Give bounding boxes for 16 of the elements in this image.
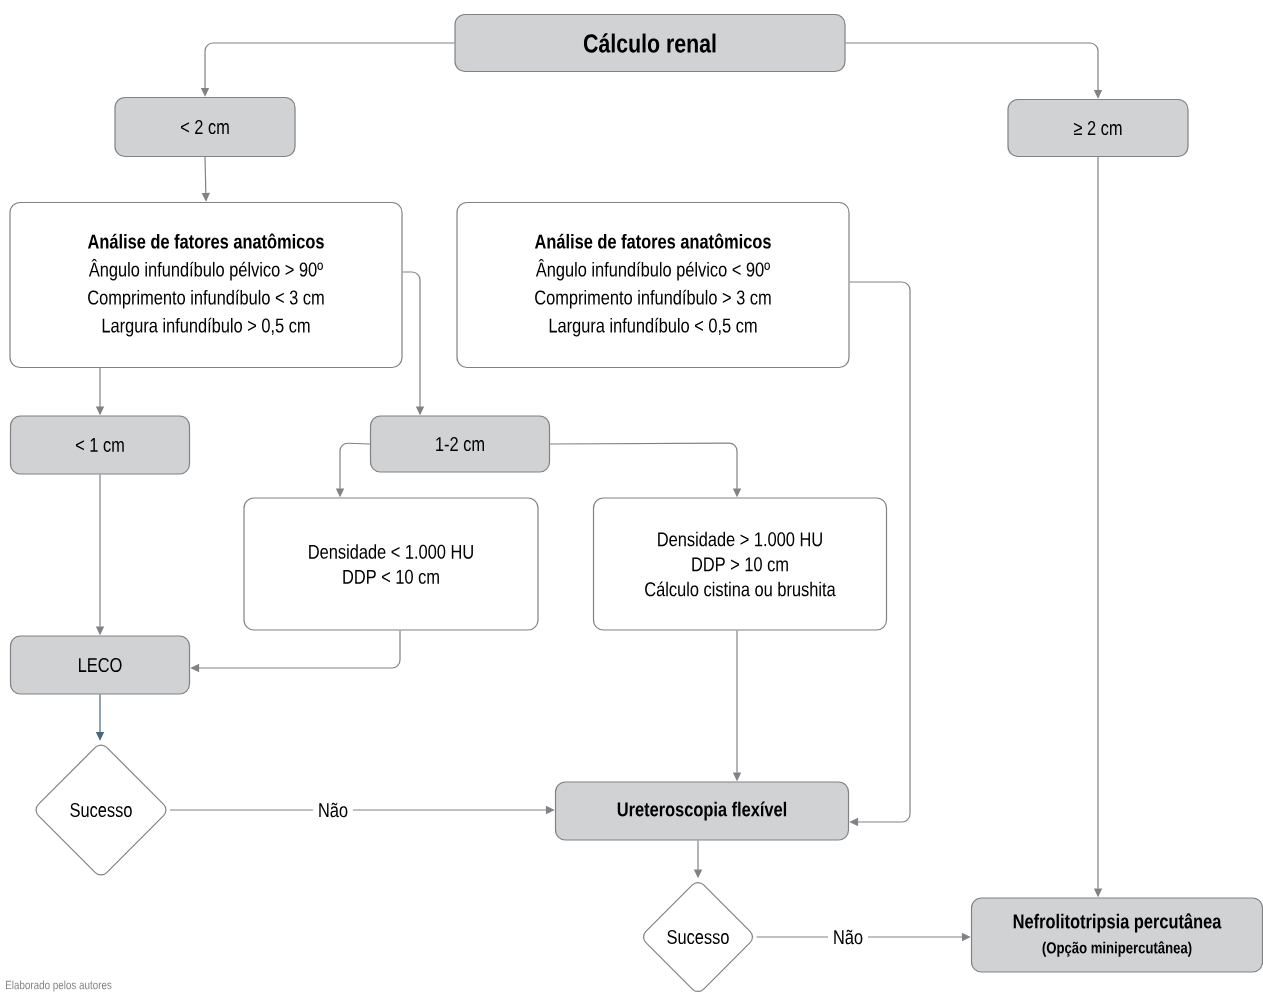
condition-box: Análise de fatores anatômicos Ângulo infundíbulo pélvico < 90º Comprimento infundíbulo > 3 cm Largura infundíbulo < 0,5 cm xyxy=(456,201,850,369)
edge-label: Não xyxy=(312,797,354,823)
process-box: LECO xyxy=(9,635,191,695)
condition-box: Análise de fatores anatômicos Ângulo infundíbulo pélvico > 90º Comprimento infundíbulo < 3 cm Largura infundíbulo > 0,5 cm xyxy=(9,201,403,369)
edge-label: Não xyxy=(827,924,869,950)
caption: Elaborado pelos autores xyxy=(6,980,112,992)
process-box: 1-2 cm xyxy=(369,415,551,473)
condition-box: Densidade < 1.000 HU DDP < 10 cm xyxy=(243,497,539,631)
process-box: Ureteroscopia flexível xyxy=(554,781,850,841)
process-box: Cálculo renal xyxy=(454,13,846,73)
process-box: < 2 cm xyxy=(114,96,296,158)
condition-box: Densidade > 1.000 HU DDP > 10 cm Cálculo cistina ou brushita xyxy=(592,497,888,631)
process-box: Nefrolitotripsia percutânea (Opção minipercutânea) xyxy=(970,897,1263,973)
process-box: ≥ 2 cm xyxy=(1007,98,1189,158)
process-box: < 1 cm xyxy=(9,415,191,475)
arrow xyxy=(849,281,911,827)
